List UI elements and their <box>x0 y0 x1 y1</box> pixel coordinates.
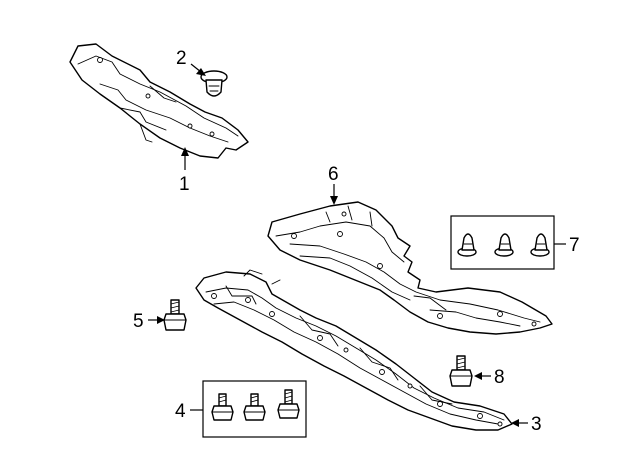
part-1-radiator-support-cover[interactable] <box>69 43 249 159</box>
clip-7b <box>494 233 514 257</box>
part-7-clip-set[interactable] <box>450 215 555 270</box>
leader-lines <box>148 63 566 427</box>
callout-3: 3 <box>531 414 542 435</box>
bolt-4b <box>243 393 266 421</box>
part-5-bolt[interactable] <box>163 299 187 331</box>
bolt-4a <box>211 393 234 421</box>
clip-7c <box>530 233 550 257</box>
clip-7a <box>457 233 477 257</box>
callout-8: 8 <box>494 367 505 388</box>
part-2-clip[interactable] <box>200 70 228 97</box>
callout-6: 6 <box>328 164 339 185</box>
part-6-upper-splash-shield[interactable] <box>267 201 553 335</box>
callout-1: 1 <box>179 174 190 195</box>
callout-5: 5 <box>133 311 144 332</box>
part-3-lower-splash-shield[interactable] <box>195 269 513 431</box>
part-8-bolt[interactable] <box>449 355 473 387</box>
callout-4: 4 <box>175 401 186 422</box>
callout-numbers: 1 2 3 4 5 6 7 8 <box>133 48 580 435</box>
bolt-4c <box>277 389 300 419</box>
callout-2: 2 <box>176 48 187 69</box>
callout-7: 7 <box>569 235 580 256</box>
part-4-bolt-set[interactable] <box>202 380 307 438</box>
